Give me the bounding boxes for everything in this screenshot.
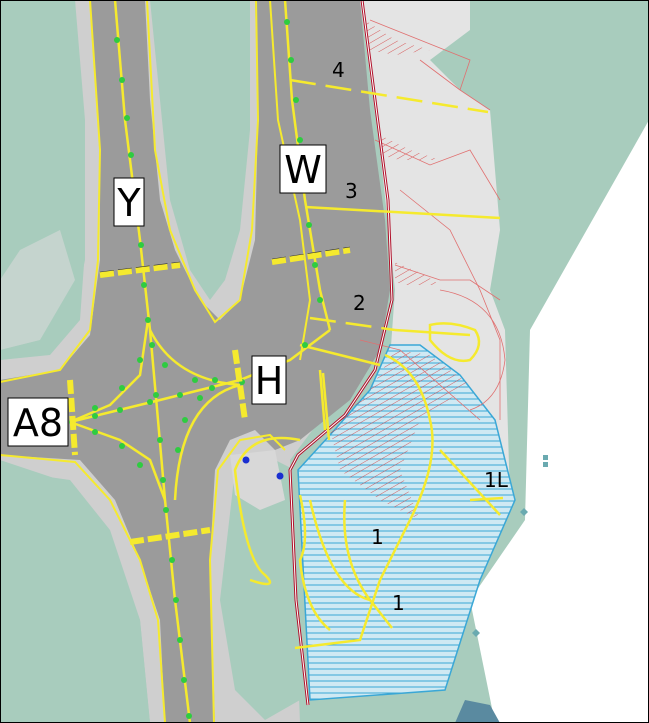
taxiway-label-y: Y [113, 177, 145, 227]
outside-area [470, 120, 649, 723]
taxiway-label-w: W [279, 144, 327, 194]
stand-label-1-lower: 1 [392, 591, 405, 615]
island-light [230, 450, 285, 510]
taxiway-label-a8: A8 [7, 397, 69, 447]
svg-text:W: W [284, 148, 322, 192]
taxiway-label-h: H [251, 355, 287, 405]
svg-text:Y: Y [116, 181, 141, 225]
grass-island-oval [220, 455, 300, 720]
grass-island-lower [0, 470, 150, 723]
stand-label-1l: 1L [484, 468, 509, 492]
markers [242, 456, 284, 480]
holding-positions [67, 247, 351, 545]
svg-text:H: H [255, 359, 284, 403]
stand-label-1-upper: 1 [371, 525, 384, 549]
apron-contours [359, 19, 506, 421]
taxiway-centerlines [69, 0, 381, 723]
stand-label-2: 2 [353, 291, 366, 315]
grass-patch-left [0, 230, 75, 350]
no-parking-hatch-c [380, 135, 440, 160]
grass-island-center [150, 0, 250, 300]
no-parking-hatch-a [330, 350, 470, 520]
svg-text:A8: A8 [13, 401, 63, 445]
no-parking-hatch-b [365, 20, 430, 55]
stand-markers [472, 455, 548, 637]
stand-label-3: 3 [345, 179, 358, 203]
building-bottom [455, 700, 500, 723]
no-parking-hatch-d [395, 262, 440, 285]
stand-label-4: 4 [332, 58, 345, 82]
stand-lines [233, 78, 504, 650]
holding-position-outlines [99, 246, 351, 273]
